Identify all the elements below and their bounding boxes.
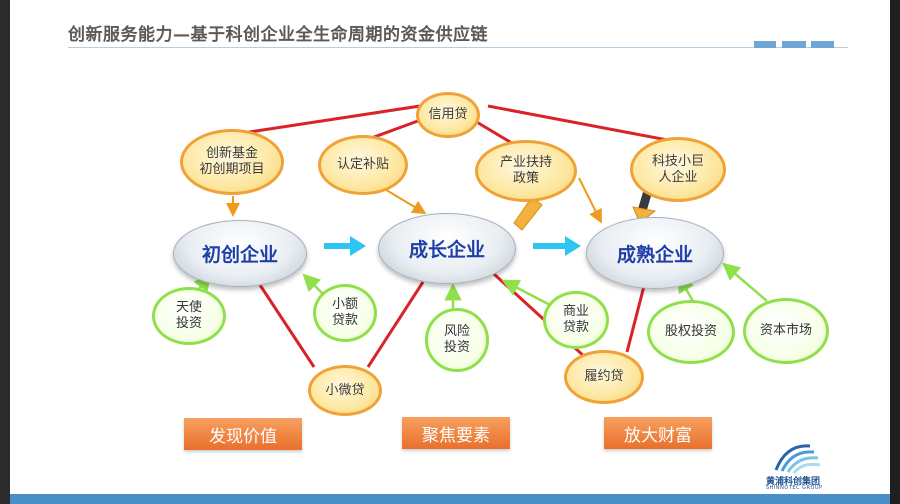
credit-loan-link: [242, 104, 421, 135]
micro-loan-link: [366, 281, 425, 368]
micro-loan-link: [258, 284, 316, 368]
goal-discover-value: 发现价值: [184, 418, 302, 450]
slide: 创新服务能力—基于科创企业全生命周期的资金供应链: [10, 0, 890, 504]
node-innovation-fund: 创新基金 初创期项目: [180, 129, 284, 195]
stage-mature: 成熟企业: [586, 217, 724, 289]
footer-band: [10, 494, 890, 504]
title-divider: [68, 47, 848, 48]
stage-growth: 成长企业: [378, 213, 516, 284]
node-certified-subsidy: 认定补贴: [318, 135, 408, 195]
header-decoration-block: [811, 41, 834, 48]
node-capital-market: 资本市场: [743, 298, 829, 364]
node-performance-loan: 履约贷: [564, 350, 644, 404]
window-frame-edge: [890, 0, 900, 504]
goal-focus-elements: 聚焦要素: [402, 417, 510, 449]
commercial-loan-link: [501, 279, 553, 308]
company-logo-name: 黄浦科创集团: [766, 477, 821, 487]
goal-amplify-wealth: 放大财富: [604, 417, 712, 449]
credit-loan-link: [487, 104, 679, 144]
small-loan-link: [302, 273, 324, 295]
node-equity-investment: 股权投资: [647, 300, 735, 364]
progress-arrow: [533, 236, 581, 256]
node-venture-investment: 风险 投资: [425, 308, 489, 372]
stage-startup: 初创企业: [173, 220, 307, 287]
node-tech-giant: 科技小巨 人企业: [630, 137, 726, 202]
company-logo-icon: [774, 444, 821, 474]
header-decoration-block: [754, 41, 776, 48]
capital-market-link: [722, 262, 768, 302]
tech-giant-pointer-arrow: [638, 192, 651, 213]
page-title: 创新服务能力—基于科创企业全生命周期的资金供应链: [68, 25, 488, 45]
policy-link: [578, 177, 602, 224]
progress-arrow: [324, 236, 366, 256]
node-commercial-loan: 商业 贷款: [543, 291, 609, 349]
performance-loan-link: [625, 285, 646, 353]
node-small-loan: 小额 贷款: [313, 284, 377, 342]
node-industry-policy: 产业扶持 政策: [475, 140, 577, 202]
node-angel-investment: 天使 投资: [152, 287, 226, 345]
policy-pointer-arrow: [513, 196, 543, 231]
node-micro-loan: 小微贷: [308, 365, 382, 416]
header-decoration-block: [782, 41, 806, 48]
company-logo-subtitle: SHINNOTEC GROUP: [766, 485, 823, 491]
node-credit-loan: 信用贷: [416, 92, 480, 138]
